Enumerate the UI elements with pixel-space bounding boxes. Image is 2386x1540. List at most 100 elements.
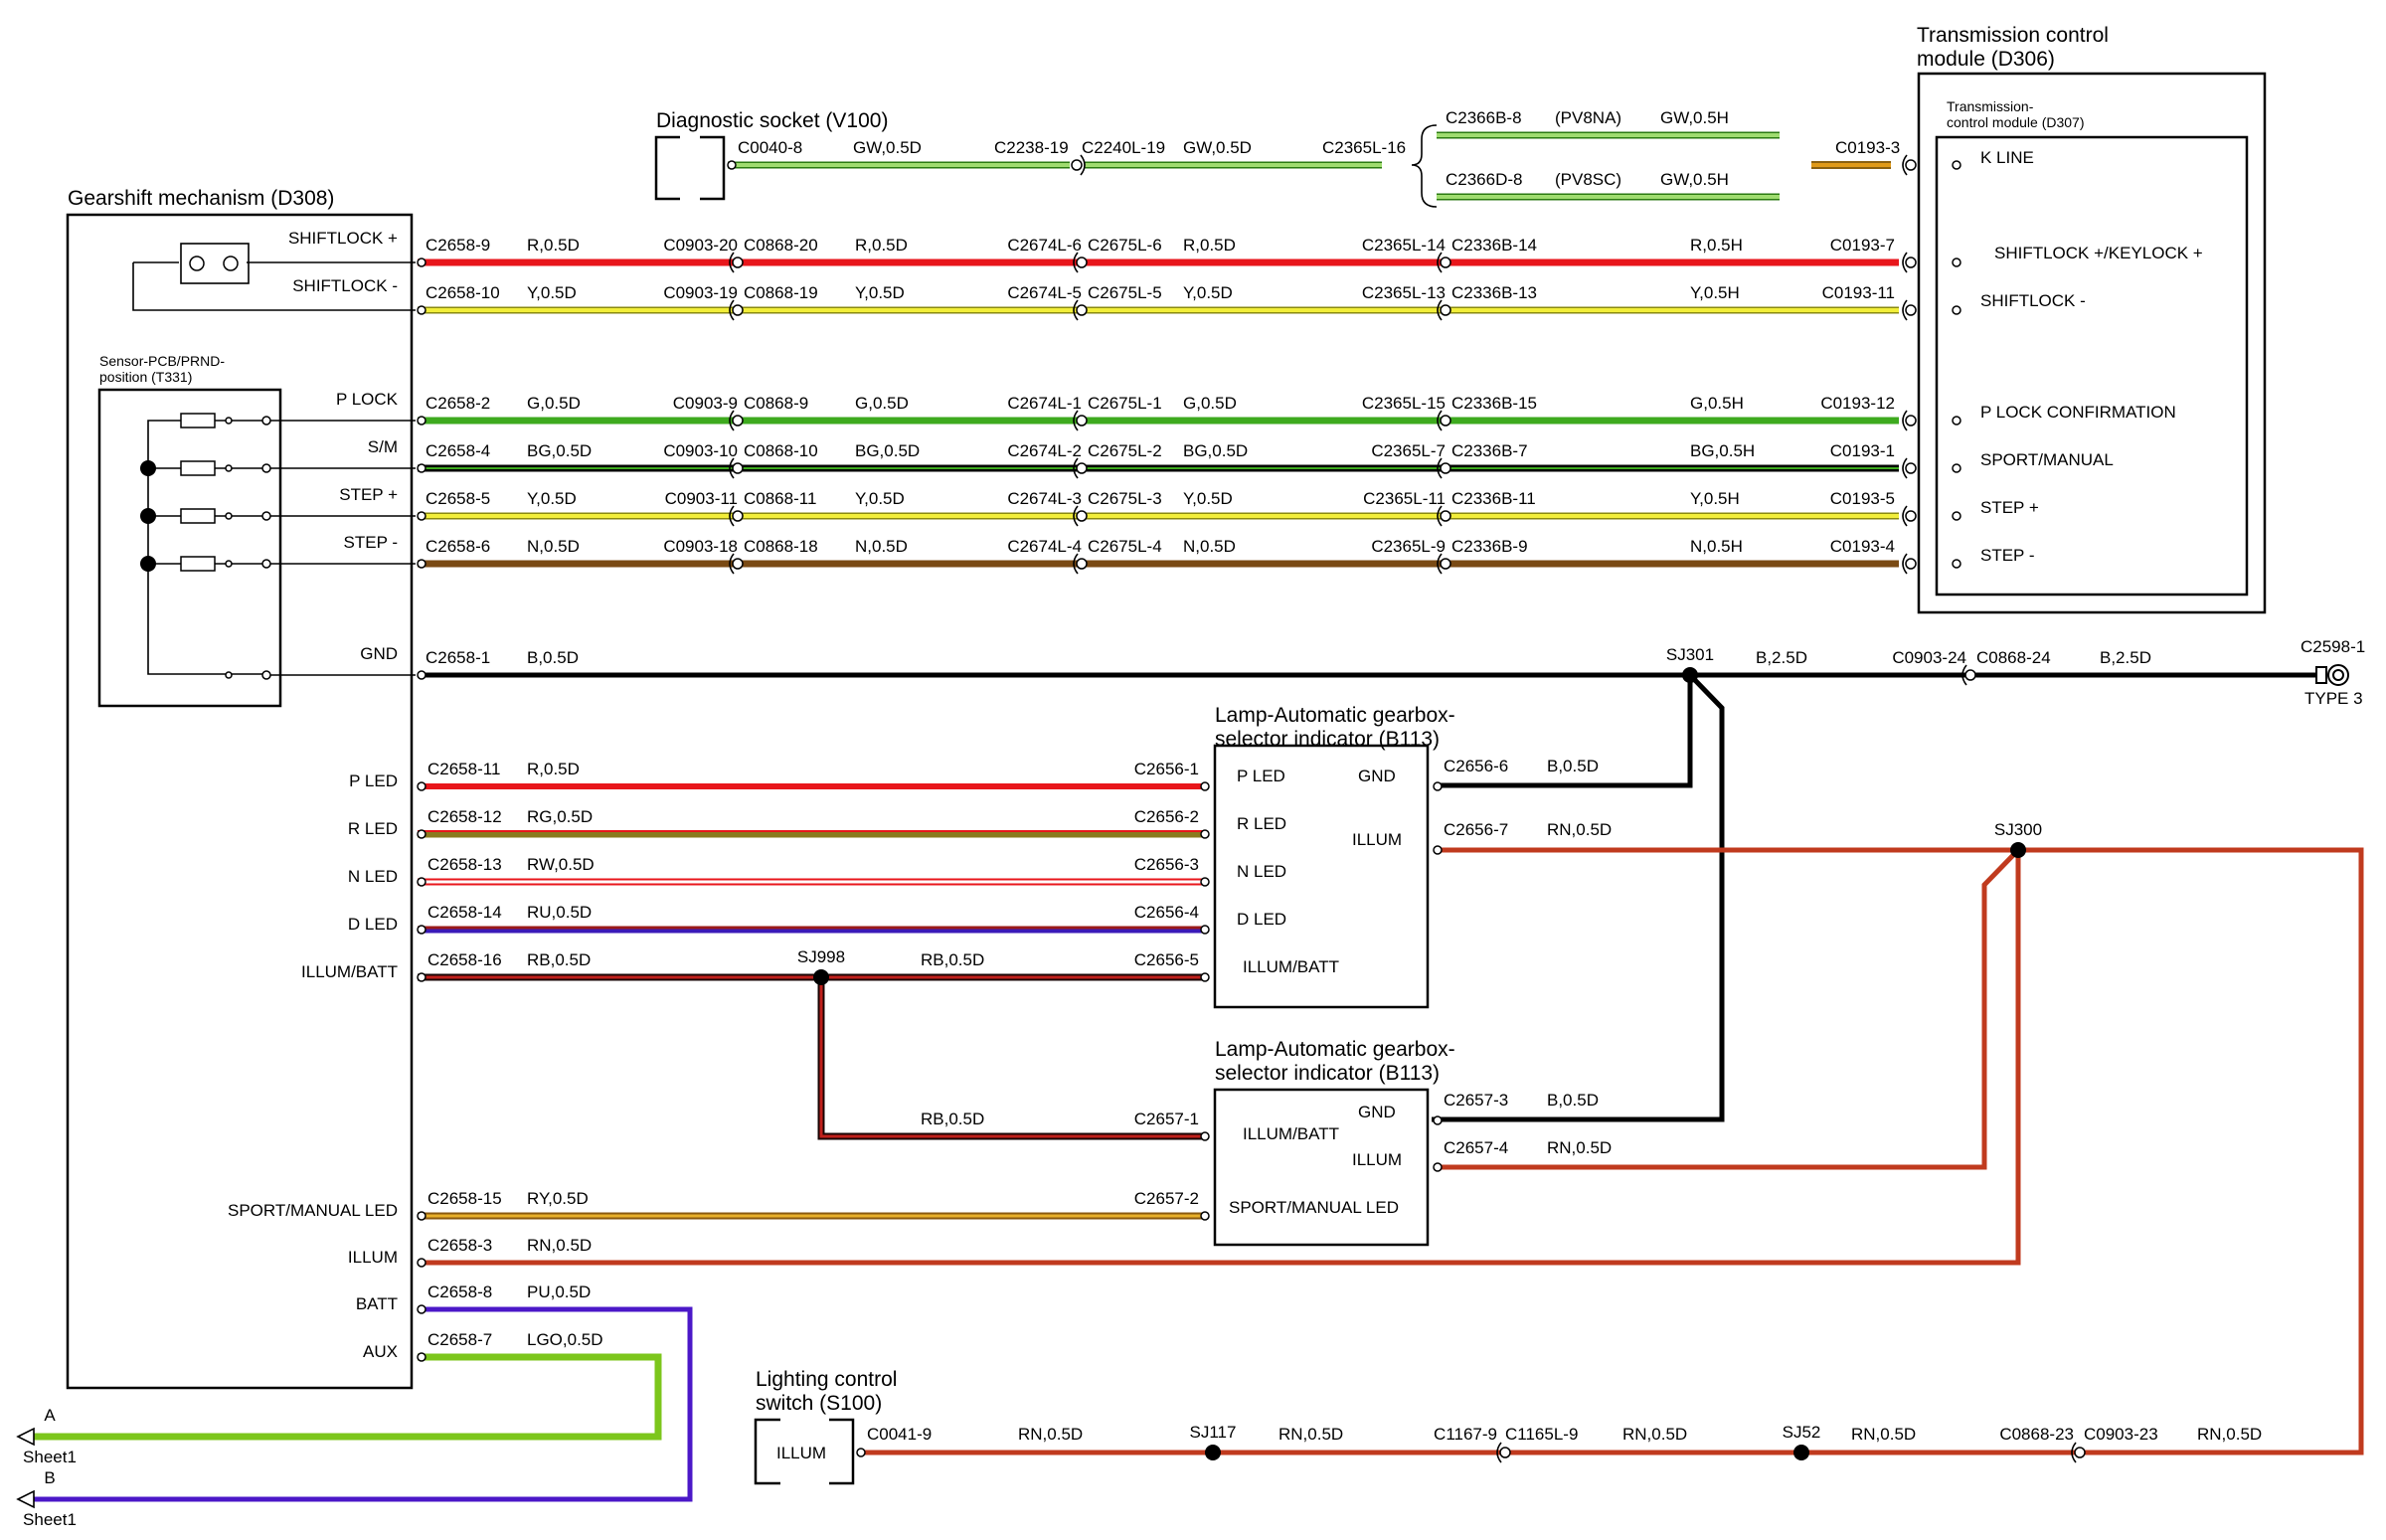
main-inline-a[interactable]	[732, 462, 744, 474]
illum-wires[interactable]	[422, 847, 2364, 1455]
gnd-wire[interactable]	[418, 672, 2316, 1122]
lamp1-gnd-connector[interactable]	[1433, 781, 1443, 791]
tcm-inline-connector[interactable]	[1905, 462, 1917, 474]
gnd-sj: SJ301	[1666, 645, 1714, 664]
gearshift-pin-connector[interactable]	[417, 1258, 426, 1268]
main-inline-b[interactable]	[1076, 257, 1088, 268]
gearshift-pin-connector[interactable]	[417, 1304, 426, 1314]
gearshift-pin-connector[interactable]	[417, 877, 426, 887]
sensor-junction[interactable]	[140, 460, 156, 476]
tcm-inline-connector[interactable]	[1905, 415, 1917, 427]
diag-inline-connector[interactable]	[1071, 159, 1083, 171]
lighting-s4: RN,0.5D	[1851, 1425, 1916, 1444]
gearshift-pin-connector[interactable]	[417, 829, 426, 839]
sheet-ref-arrow-b[interactable]	[16, 1489, 35, 1509]
tcm-pin-connector[interactable]	[1952, 305, 1961, 315]
main-inline-b[interactable]	[1076, 510, 1088, 522]
gearshift-pin-connector[interactable]	[417, 972, 426, 982]
lamp2-gnd-connector[interactable]	[1433, 1115, 1443, 1125]
lamp2-illum-batt-connector[interactable]	[1200, 1131, 1210, 1141]
gearshift-pin-connector[interactable]	[417, 925, 426, 935]
gearshift-pin-connector[interactable]	[417, 257, 426, 267]
main-inline-b[interactable]	[1076, 462, 1088, 474]
lighting-inline-b[interactable]	[2074, 1447, 2086, 1458]
gearshift-pin-connector[interactable]	[417, 1211, 426, 1221]
main-wire-4-c7: C2336B-7	[1451, 441, 1528, 460]
tcm-pin-connector[interactable]	[1952, 559, 1961, 569]
tcm-pin-connector[interactable]	[1952, 257, 1961, 267]
main-inline-a[interactable]	[732, 304, 744, 316]
sj998-splice[interactable]	[813, 969, 829, 985]
gearshift-pin-connector[interactable]	[417, 781, 426, 791]
inline-connector-bracket	[1437, 410, 1443, 431]
main-inline-b[interactable]	[1076, 415, 1088, 427]
gearshift-pin-connector[interactable]	[417, 559, 426, 569]
main-inline-c[interactable]	[1440, 462, 1451, 474]
gearshift-box[interactable]	[66, 213, 414, 1390]
main-inline-a[interactable]	[732, 415, 744, 427]
tcm-pin-connector[interactable]	[1952, 511, 1961, 521]
inline-connector-bracket	[1437, 553, 1443, 575]
lamp2-pin-sm-led: SPORT/MANUAL LED	[1229, 1198, 1399, 1217]
tcm-inline-connector[interactable]	[1905, 510, 1917, 522]
sj300-splice[interactable]	[2010, 842, 2026, 858]
tcm-inner-box[interactable]	[1935, 135, 2249, 597]
lamp1-input-connector[interactable]	[1200, 972, 1210, 982]
gnd-inline[interactable]	[1964, 669, 1976, 681]
gearshift-pin-connector[interactable]	[417, 416, 426, 426]
tcm-inline-connector[interactable]	[1905, 159, 1917, 171]
tcm-outer-box[interactable]	[1917, 72, 2267, 614]
gearshift-pin-connector[interactable]	[417, 670, 426, 680]
main-inline-b[interactable]	[1076, 304, 1088, 316]
tcm-pin-connector[interactable]	[1952, 463, 1961, 473]
sj117-splice[interactable]	[1205, 1445, 1221, 1460]
tcm-inline-connector[interactable]	[1905, 257, 1917, 268]
tcm-inline-connector[interactable]	[1905, 304, 1917, 316]
lighting-connector[interactable]	[856, 1448, 866, 1457]
main-inline-c[interactable]	[1440, 415, 1451, 427]
main-inline-c[interactable]	[1440, 510, 1451, 522]
main-inline-c[interactable]	[1440, 257, 1451, 268]
tcm-pin-connector[interactable]	[1952, 416, 1961, 426]
sensor-junction[interactable]	[140, 556, 156, 572]
gearshift-pin-connector[interactable]	[417, 511, 426, 521]
gearshift-pin-connector[interactable]	[417, 463, 426, 473]
lamp2-illum-connector[interactable]	[1433, 1162, 1443, 1172]
sj301-splice[interactable]	[1682, 667, 1698, 683]
diag-connector[interactable]	[727, 160, 737, 170]
lamp2-gnd-spec: B,0.5D	[1547, 1091, 1599, 1110]
lamp1-input-connector[interactable]	[1200, 781, 1210, 791]
sj52-splice[interactable]	[1793, 1445, 1809, 1460]
lamp2-sm-led-connector[interactable]	[1200, 1211, 1210, 1221]
pv-wires[interactable]	[1437, 131, 1891, 201]
main-inline-b[interactable]	[1076, 558, 1088, 570]
aux-wire[interactable]	[30, 1353, 662, 1441]
lamp1-box[interactable]	[1213, 744, 1430, 1009]
lamp1-input-connector[interactable]	[1200, 925, 1210, 935]
main-inline-c[interactable]	[1440, 558, 1451, 570]
main-inline-c[interactable]	[1440, 304, 1451, 316]
main-harness-wires[interactable]	[418, 258, 1899, 568]
main-inline-a[interactable]	[732, 558, 744, 570]
batt-wire[interactable]	[30, 1306, 693, 1502]
lamp2-box[interactable]	[1213, 1088, 1430, 1247]
diag-socket-box[interactable]	[654, 135, 726, 201]
sensor-box[interactable]	[97, 388, 282, 708]
gearshift-pin-connector[interactable]	[417, 305, 426, 315]
sensor-junction[interactable]	[140, 508, 156, 524]
lighting-inline-a[interactable]	[1499, 1447, 1511, 1458]
main-inline-a[interactable]	[732, 257, 744, 268]
lighting-switch-box[interactable]	[754, 1418, 855, 1485]
main-inline-a[interactable]	[732, 510, 744, 522]
led-wires[interactable]	[418, 783, 1205, 1140]
main-wire-4-c8: C0193-1	[1830, 441, 1895, 460]
tcm-pin-connector[interactable]	[1952, 160, 1961, 170]
shiftlock-switch[interactable]	[180, 243, 250, 284]
lamp1-input-connector[interactable]	[1200, 877, 1210, 887]
tcm-inline-connector[interactable]	[1905, 558, 1917, 570]
gearshift-pin-connector[interactable]	[417, 1352, 426, 1362]
sheet-ref-arrow-a[interactable]	[16, 1427, 35, 1447]
lamp1-illum-connector[interactable]	[1433, 845, 1443, 855]
lamp1-pin-4: D LED	[1237, 910, 1286, 929]
lamp1-input-connector[interactable]	[1200, 829, 1210, 839]
